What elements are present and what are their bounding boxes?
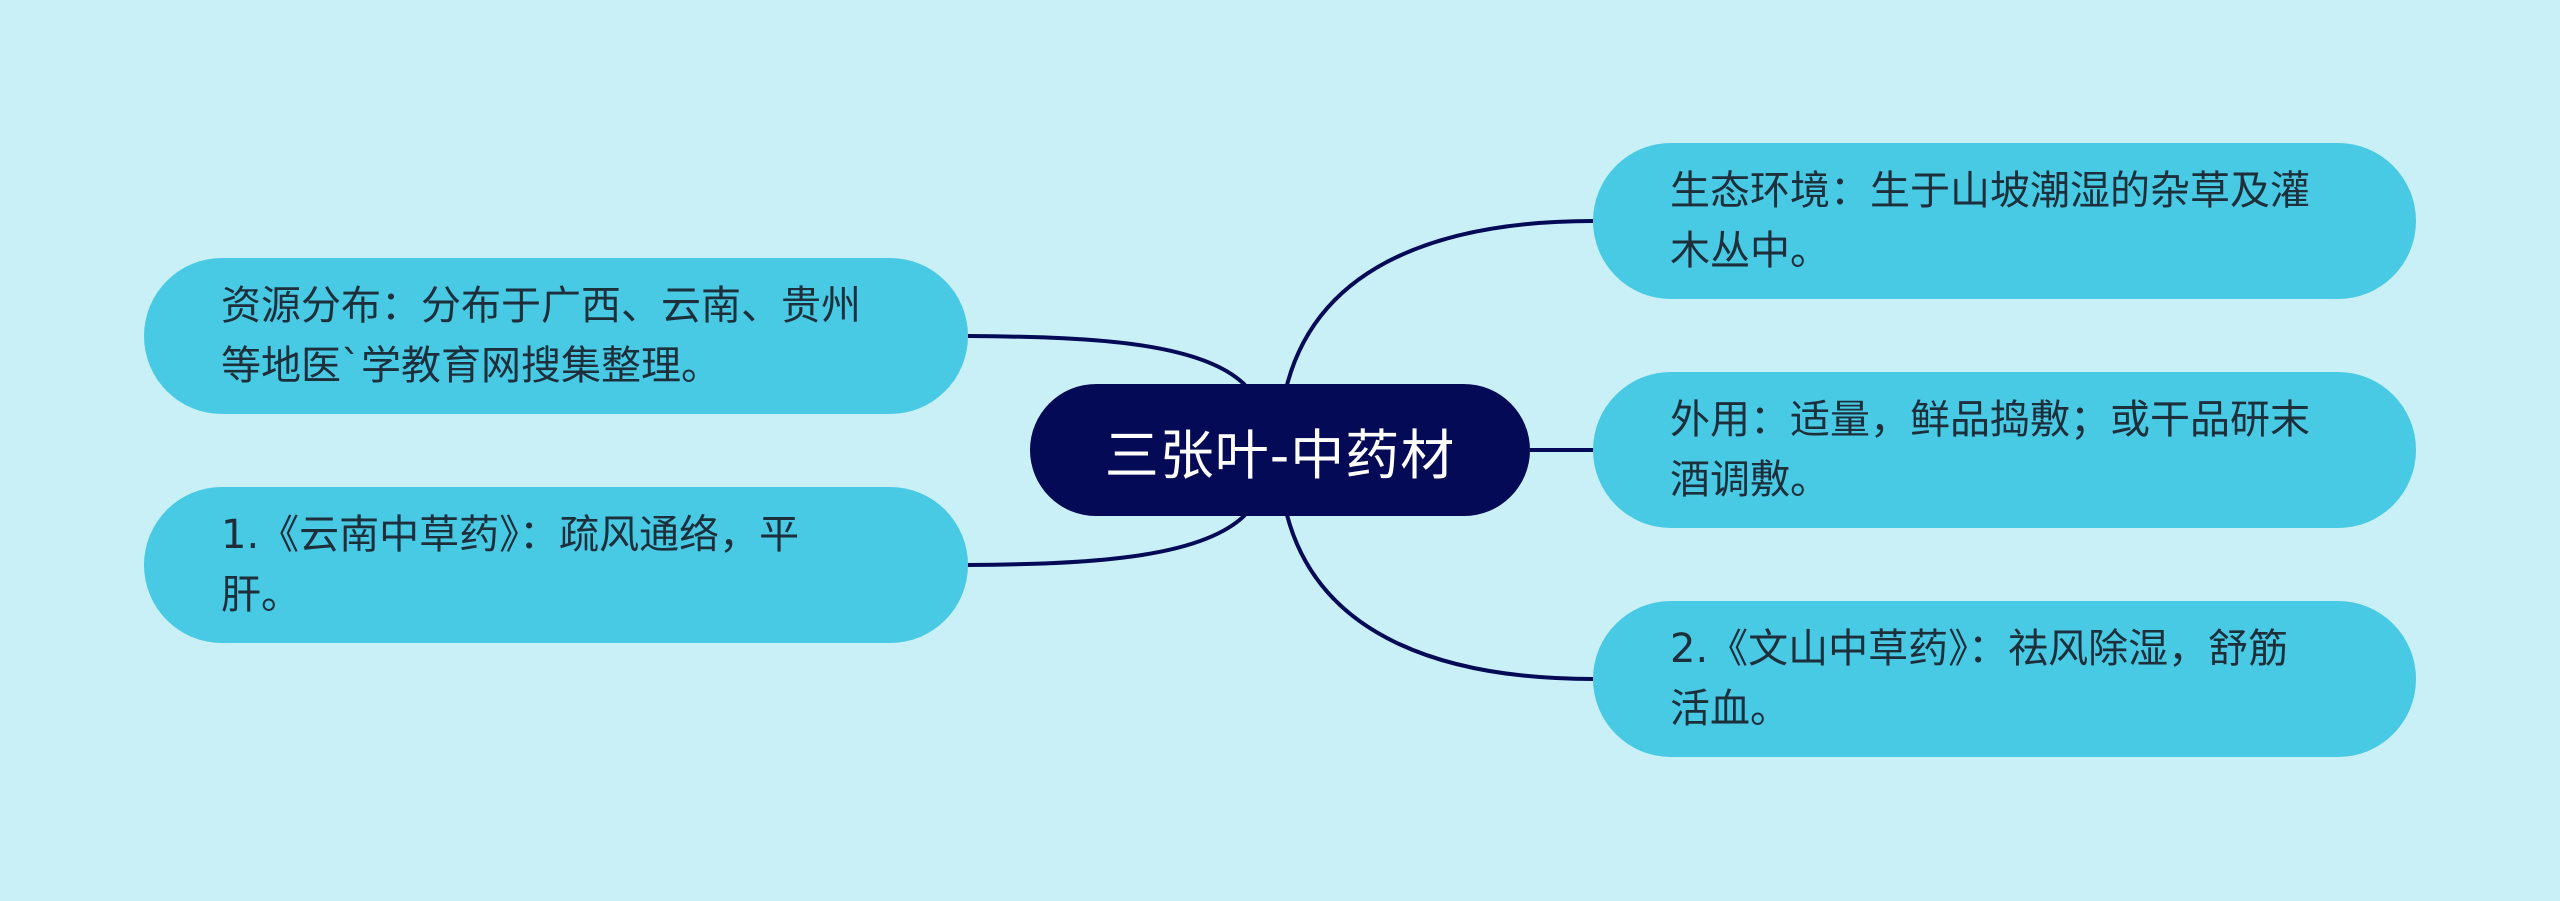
topic-wenshan-herbal[interactable]: 2.《文山中草药》：祛风除湿，舒筋活血。 [1593, 601, 2416, 757]
link-right-2 [1285, 514, 1594, 681]
link-left-1 [967, 513, 1247, 567]
link-left-0 [967, 334, 1247, 387]
topic-resource-distribution[interactable]: 资源分布：分布于广西、云南、贵州等地医`学教育网搜集整理。 [144, 258, 968, 414]
root-topic[interactable]: 三张叶-中药材 [1030, 384, 1530, 516]
topic-label: 生态环境：生于山坡潮湿的杂草及灌木丛中。 [1670, 168, 2310, 274]
topic-external-use[interactable]: 外用：适量，鲜品捣敷；或干品研末酒调敷。 [1593, 372, 2416, 528]
root-topic-label: 三张叶-中药材 [1104, 423, 1456, 487]
topic-label: 1.《云南中草药》：疏风通络，平肝。 [221, 512, 800, 618]
topic-label: 外用：适量，鲜品捣敷；或干品研末酒调敷。 [1670, 397, 2310, 503]
link-right-0 [1285, 219, 1594, 386]
topic-ecological-environment[interactable]: 生态环境：生于山坡潮湿的杂草及灌木丛中。 [1593, 143, 2416, 299]
topic-label: 资源分布：分布于广西、云南、贵州等地医`学教育网搜集整理。 [221, 283, 861, 389]
topic-label: 2.《文山中草药》：祛风除湿，舒筋活血。 [1670, 626, 2289, 732]
topic-yunnan-herbal[interactable]: 1.《云南中草药》：疏风通络，平肝。 [144, 487, 968, 643]
